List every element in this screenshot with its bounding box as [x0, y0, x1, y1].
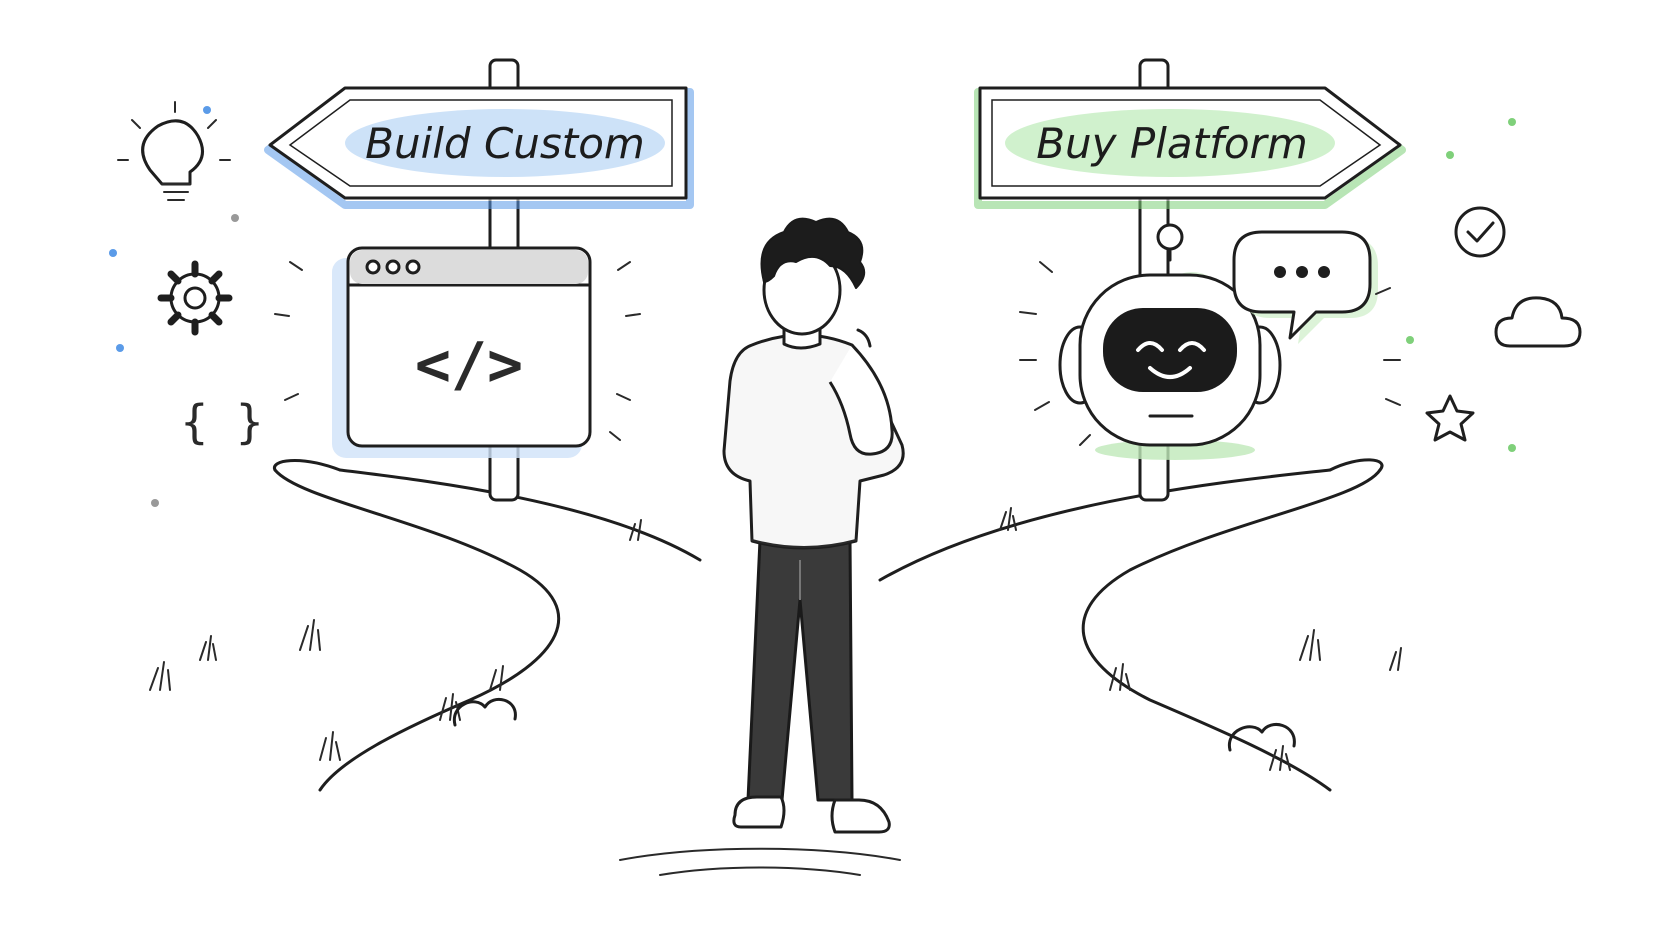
- lightbulb-icon: [117, 101, 231, 201]
- lightbulb-glass: [141, 119, 204, 186]
- gear-hole: [183, 286, 207, 310]
- grass-tuft: [629, 519, 642, 541]
- gear-teeth: [157, 260, 233, 336]
- ground-line-2: [659, 866, 861, 876]
- grass-tuft: [439, 693, 461, 721]
- grass-tuft: [1269, 745, 1291, 771]
- right-signpost: Buy Platform: [974, 58, 1406, 502]
- grass-tuft: [199, 635, 217, 661]
- grass-tuft: [489, 665, 504, 691]
- robot-eye-left: [1136, 341, 1164, 352]
- chat-bubble-outline: [1232, 230, 1372, 340]
- person-left-shoe: [732, 795, 786, 829]
- bush: [452, 697, 517, 727]
- grass-tuft: [1389, 647, 1402, 671]
- robot-rays: [1019, 261, 1401, 446]
- person-right-shoe: [830, 798, 891, 834]
- checkmark-circle-icon: [1454, 206, 1506, 258]
- right-sign-label: Buy Platform: [1036, 119, 1308, 168]
- bush: [1227, 723, 1296, 752]
- cloud-icon: [1494, 296, 1582, 348]
- right-sign-inner-border: [991, 99, 1382, 187]
- person-figure: [722, 217, 905, 834]
- right-road-bend: [1328, 458, 1384, 472]
- roads: [273, 458, 1384, 876]
- checkmark-circle: [1454, 206, 1506, 258]
- gear-icon: [157, 260, 233, 336]
- chat-dot: [1318, 266, 1330, 278]
- decor-dot: [1406, 336, 1414, 344]
- grass-tuft: [999, 507, 1017, 531]
- robot-smile: [1148, 366, 1192, 379]
- left-road-outer-edge: [273, 468, 561, 792]
- window-dot-icon: [385, 259, 401, 275]
- person-hair: [760, 217, 866, 289]
- right-road-inner-edge: [878, 468, 1332, 582]
- decor-dot: [1508, 118, 1516, 126]
- left-sign-label: Build Custom: [365, 119, 645, 168]
- left-sign-highlight: [345, 109, 665, 177]
- code-symbol: </>: [415, 330, 523, 400]
- braces-icon: { }: [180, 395, 263, 449]
- robot-antenna-bulb: [1156, 223, 1184, 251]
- chat-bubble-icon: [1232, 230, 1378, 344]
- decor-dot: [203, 106, 211, 114]
- decor-dot: [151, 499, 159, 507]
- chat-dot: [1296, 266, 1308, 278]
- robot-icon: [1058, 223, 1282, 460]
- decor-dot: [231, 214, 239, 222]
- left-sign-inner-border: [288, 99, 673, 187]
- grass-tuft: [1109, 663, 1131, 691]
- ground-line: [619, 847, 901, 861]
- left-road-inner-edge: [338, 468, 702, 562]
- grass-tuft: [319, 731, 341, 761]
- chat-dot: [1274, 266, 1286, 278]
- window-dot-icon: [365, 259, 381, 275]
- window-dot-icon: [405, 259, 421, 275]
- decor-dots: [109, 106, 1516, 507]
- decor-dot: [1508, 444, 1516, 452]
- bushes: [452, 697, 1296, 752]
- person-right-arm: [828, 343, 894, 456]
- decor-dot: [1446, 151, 1454, 159]
- grass-tuft: [149, 661, 171, 691]
- lightbulb-rays: [117, 101, 231, 161]
- lightbulb-base: [161, 183, 191, 201]
- person-hand: [856, 328, 872, 348]
- star-icon: [1425, 394, 1475, 442]
- checkmark-tick: [1466, 221, 1495, 243]
- robot-visor: [1103, 308, 1237, 392]
- right-road-outer-edge: [1081, 468, 1382, 792]
- robot-eye-right: [1178, 341, 1206, 352]
- grass-tufts: [149, 507, 1402, 771]
- left-road-bend: [273, 459, 342, 472]
- grass-tuft: [1299, 629, 1321, 661]
- right-sign-highlight: [1005, 109, 1335, 177]
- code-window-titlebar: [350, 250, 588, 284]
- code-window-icon: [346, 246, 592, 448]
- grass-tuft: [299, 619, 321, 651]
- left-signpost: Build Custom </>: [264, 58, 694, 502]
- decor-dot: [116, 344, 124, 352]
- shirt-hem: [751, 539, 857, 548]
- code-window-rays: [274, 261, 641, 441]
- decor-dot: [109, 249, 117, 257]
